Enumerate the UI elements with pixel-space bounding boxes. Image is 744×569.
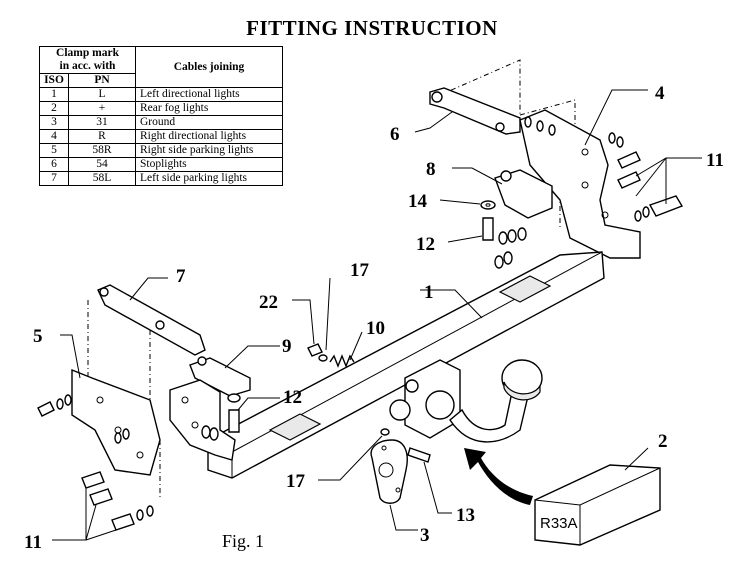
callout-10: 10 xyxy=(366,318,385,339)
part-12-bolt-lower xyxy=(201,393,241,441)
callout-17-lower: 17 xyxy=(286,471,306,492)
part-4-right-bracket xyxy=(519,109,641,259)
callout-1: 1 xyxy=(424,282,434,303)
tow-ball-mount xyxy=(389,359,461,439)
callout-9: 9 xyxy=(282,336,292,357)
left-inner-bracket xyxy=(169,379,236,461)
leader-lines xyxy=(52,89,702,541)
part-11-bolts-lower xyxy=(37,394,154,531)
callout-22: 22 xyxy=(259,292,278,313)
callout-2: 2 xyxy=(658,431,668,452)
page-title: FITTING INSTRUCTION xyxy=(246,16,498,40)
part-1-cross-beam xyxy=(207,251,605,479)
figure-label: Fig. 1 xyxy=(222,531,264,551)
callout-12-lower: 12 xyxy=(283,387,302,408)
part-14-washer xyxy=(480,200,496,210)
part-3-socket-plate xyxy=(370,439,408,504)
part-12-bolt-upper xyxy=(482,217,527,269)
part-7-side-arm xyxy=(97,284,206,356)
part-6-side-arm xyxy=(429,87,521,135)
callout-5: 5 xyxy=(33,326,43,347)
part-22-nut xyxy=(307,343,323,357)
cables-table: Clamp mark in acc. with Cables joining I… xyxy=(39,46,283,186)
insert-arrow xyxy=(464,448,533,505)
callout-3: 3 xyxy=(420,525,430,546)
callout-13: 13 xyxy=(456,505,475,526)
callout-12-upper: 12 xyxy=(416,234,435,255)
callout-17-upper: 17 xyxy=(350,260,370,281)
callout-8: 8 xyxy=(426,159,436,180)
box-label: R33A xyxy=(540,515,578,532)
clamp-mark-header: Clamp mark in acc. with xyxy=(39,46,136,74)
part-11-bolts-upper xyxy=(524,116,684,222)
part-9-clamp-plate xyxy=(189,356,251,397)
part-10-spring xyxy=(329,354,355,368)
callouts: 6 4 11 8 14 12 1 2 17 10 22 9 7 5 12 11 … xyxy=(24,83,724,553)
callout-4: 4 xyxy=(655,83,665,104)
part-8-clamp-plate xyxy=(494,169,553,219)
tow-ball xyxy=(449,359,543,443)
part-17-washers xyxy=(318,354,390,436)
callout-7: 7 xyxy=(176,266,186,287)
callout-11-upper: 11 xyxy=(706,150,724,171)
part-5-left-bracket xyxy=(71,368,161,476)
callout-11-lower: 11 xyxy=(24,532,42,553)
part-13-screw xyxy=(407,447,431,463)
pn-header: PN xyxy=(68,73,136,88)
part-2-electrical-box: R33A xyxy=(534,464,661,546)
callout-14: 14 xyxy=(408,191,428,212)
cables-joining-header: Cables joining xyxy=(135,46,283,88)
callout-6: 6 xyxy=(390,124,400,145)
